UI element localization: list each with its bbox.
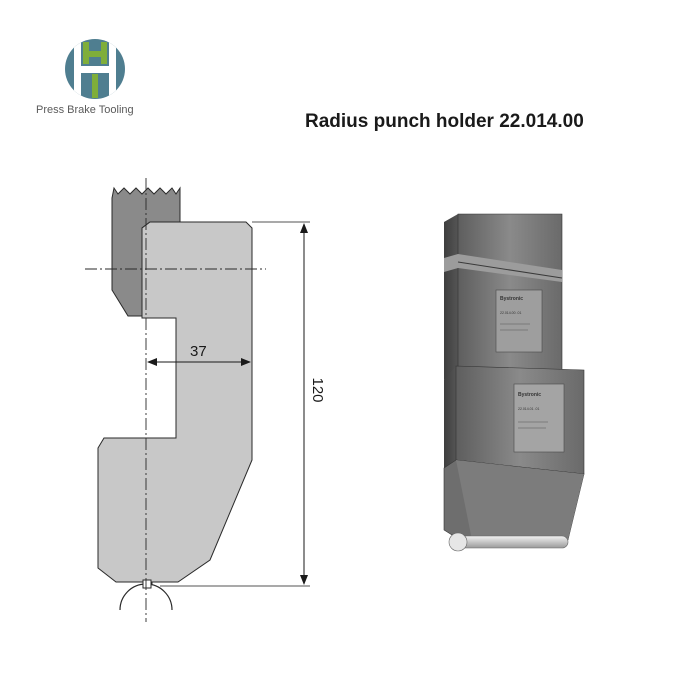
logo-letters bbox=[83, 42, 107, 98]
brand-name: Press Brake Tooling bbox=[36, 104, 134, 116]
lower-label-brand: Bystronic bbox=[518, 392, 541, 398]
brand-logo bbox=[65, 39, 125, 99]
lower-label-code: 22.014.01 .01 bbox=[518, 407, 539, 411]
page-title: Radius punch holder 22.014.00 bbox=[305, 111, 584, 132]
upper-label-code: 22.014.00 .01 bbox=[500, 311, 521, 315]
height-dimension-label: 120 bbox=[309, 377, 326, 402]
upper-label-brand: Bystronic bbox=[500, 296, 523, 302]
width-dimension-label: 37 bbox=[190, 343, 207, 360]
product-photo: Bystronic 22.014.00 .01 Bystronic 22.014… bbox=[443, 213, 585, 552]
tip-insert bbox=[142, 579, 152, 589]
